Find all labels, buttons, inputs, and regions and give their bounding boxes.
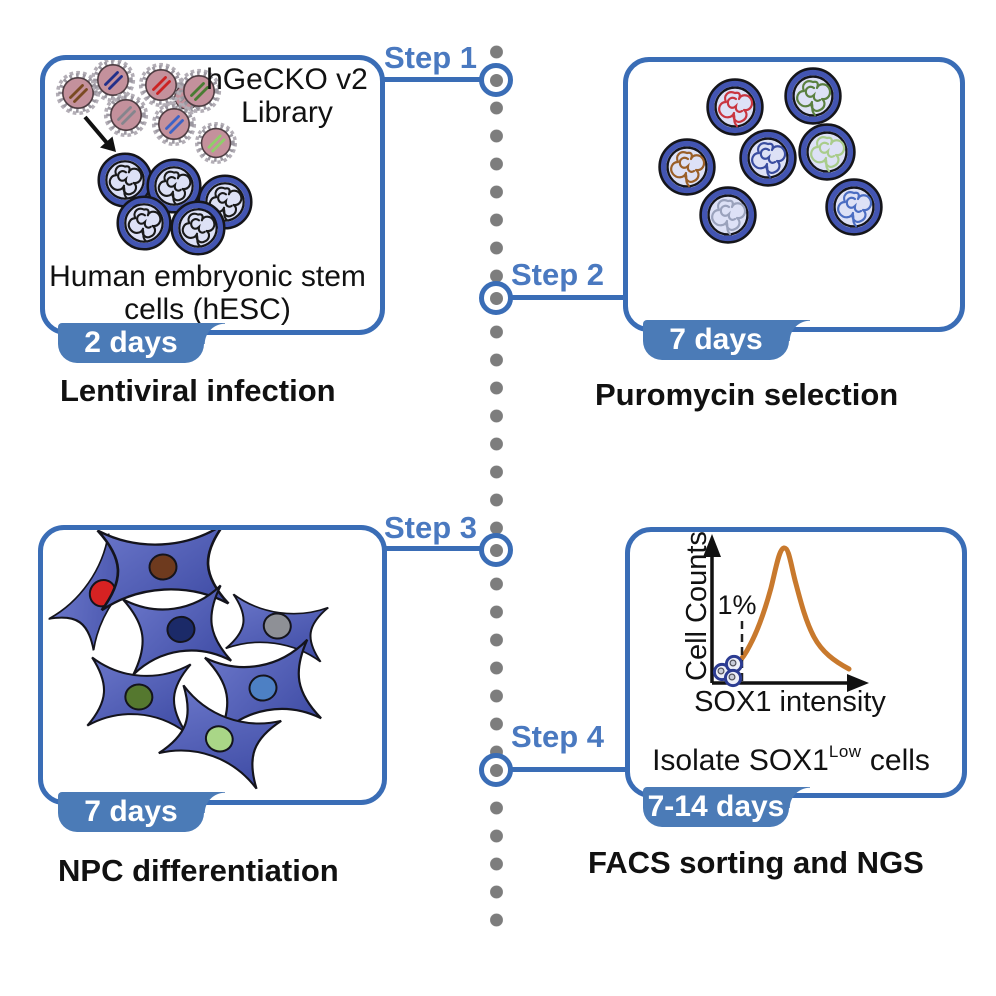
facs-histogram: 1% Cell Counts SOX1 intensity: [681, 532, 886, 718]
step3-duration-badge: 7 days: [58, 792, 225, 832]
npc-nucleus: [148, 553, 178, 581]
npc-cell-icon: [203, 638, 323, 738]
step2-duration-badge: 7 days: [643, 320, 810, 360]
npc-nucleus: [262, 612, 292, 640]
step4-timeline-node: [479, 753, 513, 787]
timeline-dot: [489, 291, 503, 305]
step2-caption: Puromycin selection: [595, 377, 899, 412]
npc-cell-icon: [121, 584, 233, 676]
npc-cell-icon: [96, 530, 230, 612]
step4-caption: FACS sorting and NGS: [588, 845, 924, 880]
step3-panel: [38, 525, 387, 805]
timeline-dot: [489, 543, 503, 557]
lentivirus-icon: [58, 73, 99, 114]
step4-duration-badge: 7-14 days: [643, 787, 810, 827]
step1-timeline-node: [479, 63, 513, 97]
step1-connector-line: [368, 77, 480, 82]
isolate-annotation-prefix: Isolate SOX1: [652, 744, 829, 777]
step1-label: Step 1: [383, 40, 477, 75]
step1-panel: hGeCKO v2 Library Human embryonic stem c…: [40, 55, 385, 335]
step4-connector-line: [512, 767, 630, 772]
step1-duration-badge: 2 days: [58, 323, 225, 363]
stem-cell-colony-icon: [708, 80, 763, 135]
library-label-line2: Library: [241, 96, 333, 129]
sorted-cell-icon: [723, 668, 743, 688]
step2-timeline-node: [479, 281, 513, 315]
stem-cell-colony-icon: [118, 197, 171, 250]
step3-connector-line: [368, 546, 480, 551]
x-axis-label: SOX1 intensity: [694, 686, 886, 718]
hesc-label: Human embryonic stem cells (hESC): [45, 260, 370, 326]
step2-illustration: [628, 62, 950, 317]
npc-nucleus: [248, 674, 278, 702]
y-axis-label: Cell Counts: [681, 532, 713, 681]
library-label: hGeCKO v2 Library: [203, 63, 371, 129]
npc-nucleus: [166, 615, 196, 643]
isolate-annotation-suffix: cells: [861, 744, 930, 777]
step4-label: Step 4: [511, 719, 605, 754]
stem-cell-colony-icon: [827, 180, 882, 235]
timeline-dot: [489, 73, 503, 87]
lentivirus-icon: [141, 65, 182, 106]
step2-label: Step 2: [511, 257, 605, 292]
histogram-curve: [717, 545, 852, 679]
stem-cell-colony-icon: [660, 140, 715, 195]
hesc-label-line1: Human embryonic stem: [49, 260, 366, 293]
stem-cell-colony-icon: [786, 69, 841, 124]
npc-nucleus: [124, 683, 154, 711]
stem-cell-colony-icon: [800, 125, 855, 180]
isolate-annotation: Isolate SOX1Low cells: [630, 742, 952, 778]
step4-panel: 1% Cell Counts SOX1 intensity Isolate SO…: [625, 527, 967, 798]
step2-panel: [623, 57, 965, 332]
y-axis-arrow-icon: [703, 534, 721, 557]
library-label-line1: hGeCKO v2: [206, 63, 368, 96]
stem-cell-colony-icon: [172, 202, 225, 255]
stem-cell-colony-icon: [741, 131, 796, 186]
step2-connector-line: [512, 295, 630, 300]
step3-timeline-node: [479, 533, 513, 567]
step3-label: Step 3: [383, 510, 477, 545]
gate-percent-label: 1%: [717, 590, 756, 620]
hesc-label-line2: cells (hESC): [124, 293, 291, 326]
step3-illustration: [47, 530, 330, 790]
npc-cell-icon: [157, 684, 283, 790]
step1-illustration: [45, 60, 370, 320]
npc-cell-icon: [224, 593, 330, 663]
timeline-dotted-line: [490, 38, 503, 934]
step3-caption: NPC differentiation: [58, 853, 339, 888]
lentivirus-icon: [106, 95, 147, 136]
step1-caption: Lentiviral infection: [60, 373, 336, 408]
stem-cell-colony-icon: [701, 188, 756, 243]
npc-nucleus: [204, 725, 234, 753]
lentivirus-icon: [197, 124, 236, 163]
npc-cell-icon: [86, 656, 192, 734]
infection-arrow-icon: [83, 115, 116, 152]
x-axis-arrow-icon: [847, 674, 869, 692]
timeline-dot: [489, 763, 503, 777]
isolate-annotation-superscript: Low: [828, 742, 862, 761]
